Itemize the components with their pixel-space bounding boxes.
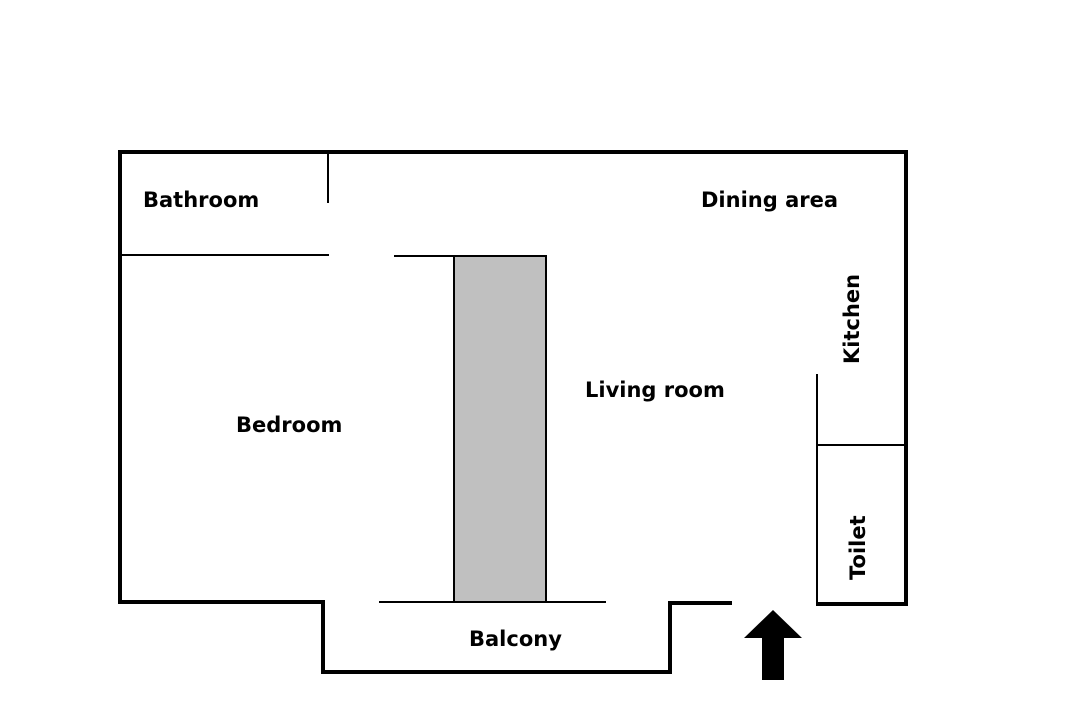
label-kitchen: Kitchen — [840, 274, 864, 364]
label-balcony: Balcony — [469, 627, 562, 651]
label-living-room: Living room — [585, 378, 725, 402]
label-toilet: Toilet — [846, 515, 870, 580]
entrance-arrow-icon — [744, 610, 802, 680]
balcony-outline — [321, 600, 732, 674]
outer-walls — [118, 150, 908, 674]
label-dining-area: Dining area — [701, 188, 838, 212]
label-bedroom: Bedroom — [236, 413, 342, 437]
structural-column — [453, 255, 547, 603]
label-bathroom: Bathroom — [143, 188, 259, 212]
